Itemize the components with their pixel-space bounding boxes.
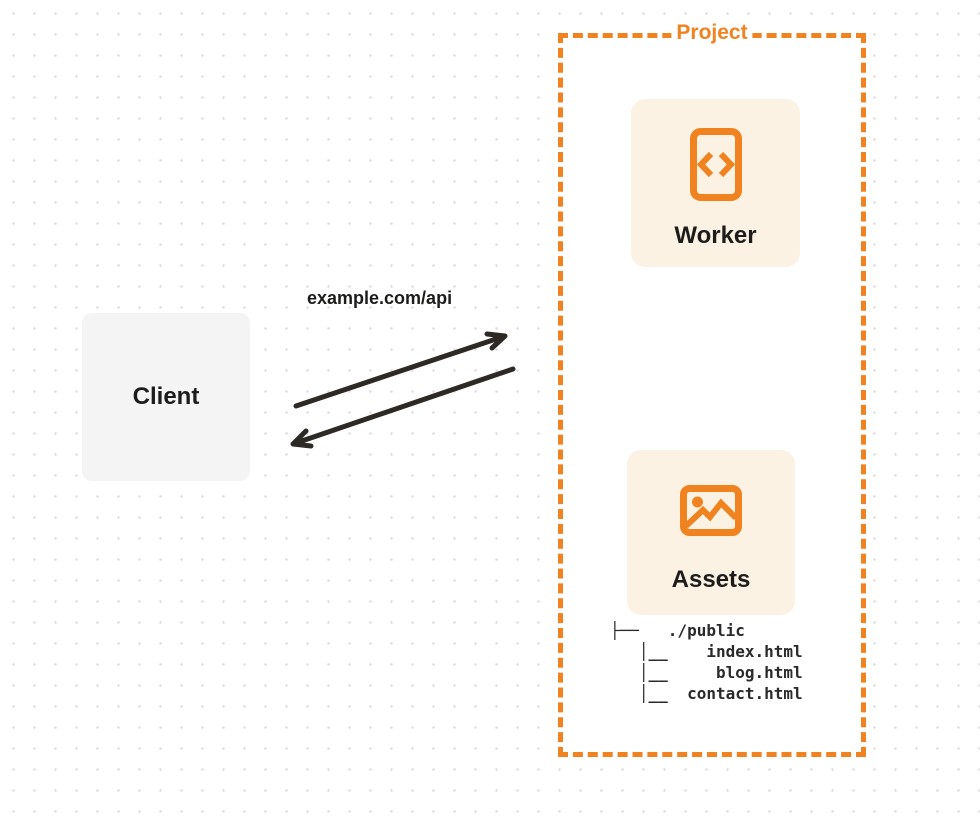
tree-line-index: │__ index.html bbox=[610, 642, 803, 661]
code-icon bbox=[689, 128, 742, 201]
client-label: Client bbox=[132, 383, 200, 410]
tree-line-public: ├── ./public bbox=[610, 621, 745, 640]
response-arrow bbox=[290, 366, 516, 449]
project-boundary: Project bbox=[558, 21, 866, 757]
assets-node: Assets bbox=[627, 450, 795, 615]
client-node: Client bbox=[82, 313, 250, 481]
tree-line-contact: │__ contact.html bbox=[610, 684, 803, 703]
image-icon bbox=[680, 485, 742, 536]
assets-label: Assets bbox=[671, 566, 751, 593]
request-url-label: example.com/api bbox=[307, 288, 453, 308]
worker-node: Worker bbox=[631, 99, 800, 267]
request-arrow bbox=[293, 331, 508, 409]
assets-file-tree: ├── ./public │__ index.html │__ blog.htm… bbox=[610, 620, 803, 704]
worker-label: Worker bbox=[674, 222, 757, 249]
project-label: Project bbox=[671, 21, 753, 45]
tree-line-blog: │__ blog.html bbox=[610, 663, 803, 682]
